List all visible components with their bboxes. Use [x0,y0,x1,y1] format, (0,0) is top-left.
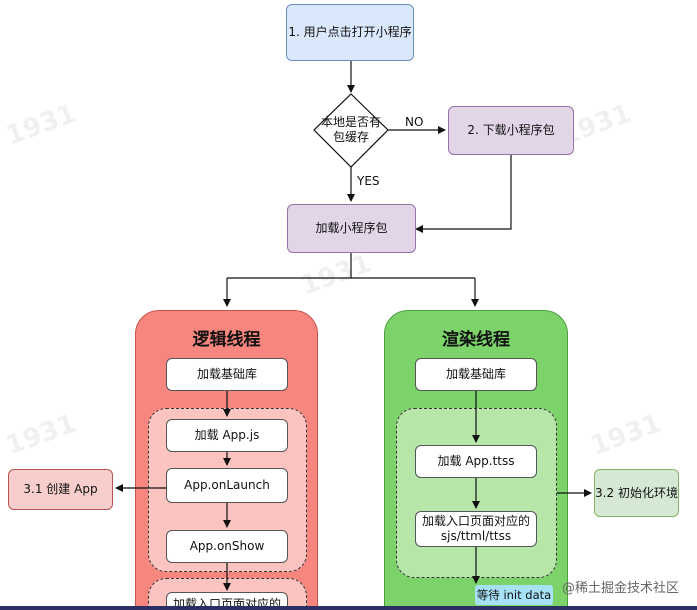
render-load-entry-line1: 加载入口页面对应的 [421,514,530,528]
render-thread-title: 渲染线程 [442,330,510,350]
create-app-node: 3.1 创建 App [8,469,113,510]
logic-load-appjs-label: 加载 App.js [194,428,260,442]
decision-line1: 本地是否有 [320,115,381,129]
download-node: 2. 下载小程序包 [448,106,574,155]
logic-load-appjs: 加载 App.js [166,419,288,452]
render-load-base: 加载基础库 [415,358,537,391]
edge-label-no: NO [405,115,424,129]
wait-init-data: 等待 init data [475,585,553,605]
brand-watermark: @稀土掘金技术社区 [562,581,680,596]
download-label: 2. 下载小程序包 [467,123,555,137]
load-package-label: 加载小程序包 [315,221,388,235]
logic-on-launch-label: App.onLaunch [184,478,270,492]
render-load-entry-line2: sjs/ttml/ttss [440,529,512,543]
init-env-label: 3.2 初始化环境 [595,485,678,500]
bottom-bar [0,606,697,610]
edge-download-load [415,155,512,233]
decision-diamond [313,93,389,168]
load-package-node: 加载小程序包 [287,204,416,253]
render-load-ttss: 加载 App.ttss [415,445,537,478]
start-label: 1. 用户点击打开小程序 [288,25,412,39]
logic-on-show-label: App.onShow [189,539,265,553]
create-app-label: 3.1 创建 App [23,482,98,496]
init-env-node: 3.2 初始化环境 [594,469,679,517]
decision-line2: 包缓存 [332,130,369,144]
start-node: 1. 用户点击打开小程序 [286,4,414,61]
decision-text: 本地是否有 包缓存 [313,108,389,152]
logic-load-base-label: 加载基础库 [196,367,257,381]
logic-load-base: 加载基础库 [166,358,288,391]
render-load-base-label: 加载基础库 [445,367,506,381]
wait-init-data-label: 等待 init data [476,587,552,602]
logic-thread-title: 逻辑线程 [192,330,261,350]
render-load-ttss-label: 加载 App.ttss [437,454,515,468]
logic-on-launch: App.onLaunch [166,468,288,503]
logic-on-show: App.onShow [166,530,288,563]
render-load-entry: 加载入口页面对应的 sjs/ttml/ttss [415,511,537,547]
edge-label-yes: YES [357,174,380,188]
